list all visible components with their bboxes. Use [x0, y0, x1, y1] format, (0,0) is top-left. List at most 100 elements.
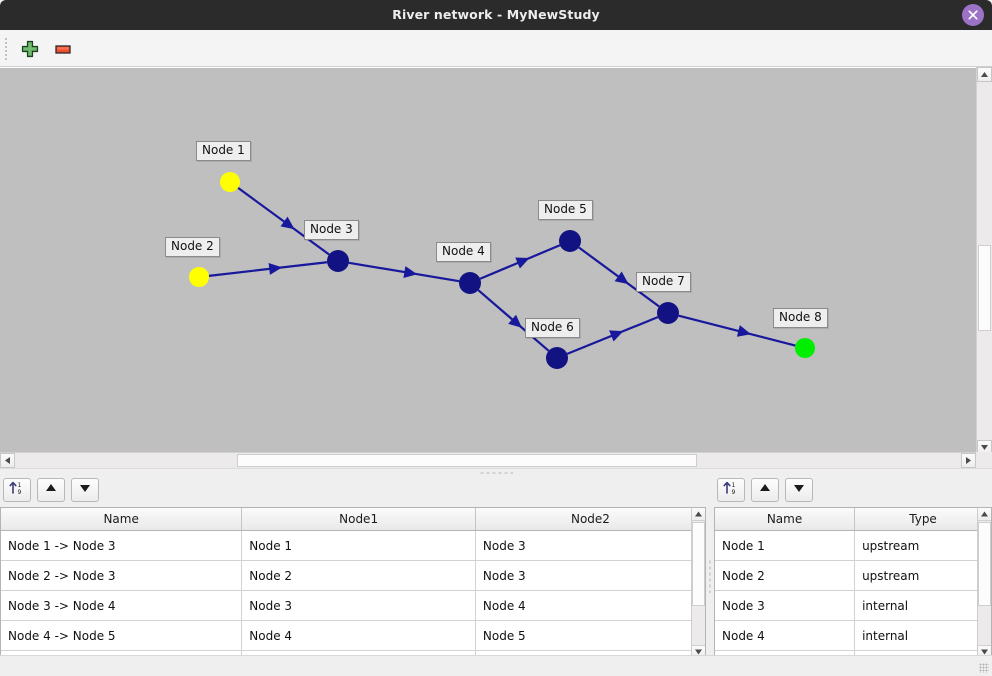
table-cell[interactable]: Node 2 -> Node 3	[1, 560, 243, 591]
graph-horizontal-scrollbar[interactable]	[0, 452, 976, 468]
resize-grip[interactable]	[979, 663, 989, 673]
table-cell[interactable]: Node 2	[715, 560, 856, 591]
scrollbar-corner	[976, 452, 992, 468]
node-label[interactable]: Node 7	[636, 272, 691, 292]
node-label[interactable]: Node 5	[538, 200, 593, 220]
edges-table-scrollbar[interactable]	[691, 507, 706, 659]
graph-node[interactable]	[795, 338, 815, 358]
graph-node[interactable]	[220, 172, 240, 192]
edges-scroll-thumb[interactable]	[692, 522, 705, 606]
column-header[interactable]: Name	[1, 508, 243, 531]
node-label[interactable]: Node 3	[304, 220, 359, 240]
graph-edge[interactable]	[348, 261, 460, 283]
table-cell[interactable]: upstream	[854, 530, 991, 561]
edge-arrow-icon	[268, 262, 283, 275]
table-cell[interactable]: Node 4	[241, 620, 476, 651]
graph-hscroll-thumb[interactable]	[237, 454, 697, 467]
table-cell[interactable]: internal	[854, 590, 991, 621]
main-toolbar	[0, 30, 992, 67]
table-cell[interactable]	[854, 650, 991, 658]
table-cell[interactable]: Node 5	[475, 620, 705, 651]
nodes-move-up-button[interactable]	[751, 478, 779, 502]
toolbar-drag-handle[interactable]	[4, 36, 8, 60]
graph-node[interactable]	[459, 272, 481, 294]
graph-edge[interactable]	[208, 261, 328, 277]
node-label[interactable]: Node 2	[165, 237, 220, 257]
nodes-move-down-button[interactable]	[785, 478, 813, 502]
table-cell[interactable]: internal	[854, 620, 991, 651]
node-label[interactable]: Node 1	[196, 141, 251, 161]
graph-node[interactable]	[657, 302, 679, 324]
column-header[interactable]: Name	[715, 508, 856, 531]
scroll-up-icon[interactable]	[977, 67, 992, 82]
table-cell[interactable]: Node 1	[715, 530, 856, 561]
graph-node[interactable]	[546, 347, 568, 369]
close-icon[interactable]	[962, 4, 984, 26]
table-cell[interactable]: Node 4 -> Node 5	[1, 620, 243, 651]
vertical-splitter[interactable]	[706, 476, 714, 676]
table-cell[interactable]	[1, 650, 243, 658]
column-header[interactable]: Node1	[241, 508, 476, 531]
river-network-canvas[interactable]: Node 1 Node 2 Node 3 Node 4 Node 5 Node 6 Node…	[0, 67, 992, 455]
nodes-sort-button[interactable]: 1 9	[717, 478, 745, 502]
network-graph	[189, 172, 815, 369]
table-cell[interactable]	[241, 650, 476, 658]
table-row[interactable]	[1, 650, 705, 658]
edges-sort-button[interactable]: 1 9	[3, 478, 31, 502]
table-cell[interactable]	[715, 650, 856, 658]
scroll-right-icon[interactable]	[961, 453, 976, 468]
table-cell[interactable]: Node 4	[715, 620, 856, 651]
edge-arrow-icon	[614, 271, 629, 285]
graph-edge[interactable]	[237, 187, 330, 256]
nodes-scroll-down-icon[interactable]	[978, 645, 991, 658]
add-node-icon[interactable]	[19, 38, 41, 60]
node-label[interactable]: Node 6	[525, 318, 580, 338]
table-cell[interactable]: Node 1	[241, 530, 476, 561]
edges-move-down-button[interactable]	[71, 478, 99, 502]
edges-scroll-down-icon[interactable]	[692, 645, 705, 658]
table-row[interactable]	[715, 650, 991, 658]
delete-node-icon[interactable]	[52, 38, 74, 60]
graph-vscroll-thumb[interactable]	[978, 245, 991, 331]
table-cell[interactable]: Node 4	[475, 590, 705, 621]
splitter-grip	[479, 472, 513, 474]
table-cell[interactable]	[475, 650, 705, 658]
horizontal-splitter[interactable]	[0, 468, 992, 476]
nodes-scroll-thumb[interactable]	[978, 522, 991, 606]
graph-edge[interactable]	[678, 314, 796, 347]
table-cell[interactable]: Node 1 -> Node 3	[1, 530, 243, 561]
table-cell[interactable]: Node 3 -> Node 4	[1, 590, 243, 621]
scroll-left-icon[interactable]	[0, 453, 15, 468]
table-cell[interactable]: Node 3	[475, 530, 705, 561]
column-header[interactable]: Type	[854, 508, 991, 531]
graph-node[interactable]	[327, 250, 349, 272]
table-cell[interactable]: Node 3	[241, 590, 476, 621]
graph-vertical-scrollbar[interactable]	[976, 67, 992, 455]
table-cell[interactable]: Node 3	[715, 590, 856, 621]
graph-node[interactable]	[559, 230, 581, 252]
edges-move-up-button[interactable]	[37, 478, 65, 502]
column-header[interactable]: Node2	[475, 508, 705, 531]
edge-arrow-icon	[280, 216, 295, 230]
node-label[interactable]: Node 4	[436, 242, 491, 262]
nodes-table-scrollbar[interactable]	[977, 507, 992, 659]
table-cell[interactable]: Node 3	[475, 560, 705, 591]
table-cell[interactable]: Node 2	[241, 560, 476, 591]
node-label[interactable]: Node 8	[773, 308, 828, 328]
nodes-scroll-up-icon[interactable]	[978, 508, 991, 521]
graph-node[interactable]	[189, 267, 209, 287]
table-cell[interactable]: upstream	[854, 560, 991, 591]
edges-scroll-up-icon[interactable]	[692, 508, 705, 521]
